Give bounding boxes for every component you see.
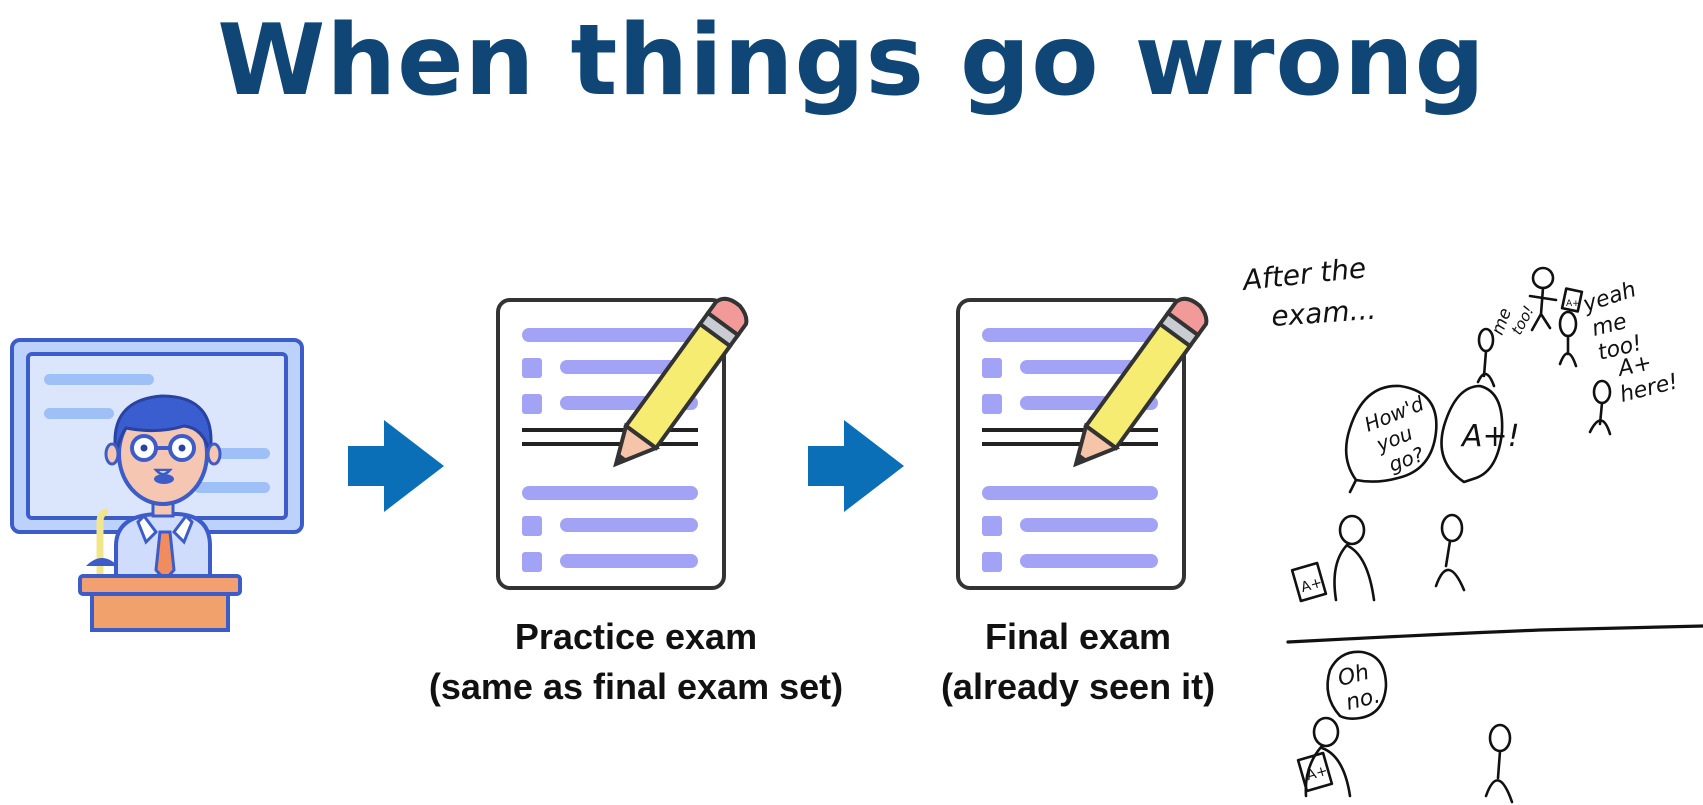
- sketch-paper-grade-top: A+: [1299, 575, 1324, 596]
- sketch-heading-line1: After the: [1240, 256, 1368, 297]
- sketch-heading-line2: exam...: [1270, 293, 1377, 333]
- page-title: When things go wrong: [217, 4, 1486, 118]
- final-exam-note: (already seen it): [940, 666, 1216, 707]
- exam-paper-icon: [496, 296, 749, 590]
- pencil-icon: [1073, 296, 1209, 468]
- sketch-tiny-grade: A+: [1566, 299, 1580, 309]
- pencil-icon: [613, 296, 749, 468]
- exam-paper-icon: [956, 296, 1209, 590]
- arrow-right-icon: [348, 420, 444, 512]
- teacher-at-podium-icon: [10, 338, 304, 632]
- arrow-right-icon: [808, 420, 904, 512]
- sketch-bubble-aplus: A+!: [1460, 419, 1520, 454]
- practice-exam-label: Practice exam: [514, 616, 758, 657]
- practice-exam-caption: Practice exam (same as final exam set): [376, 612, 896, 712]
- final-exam-caption: Final exam (already seen it): [878, 612, 1278, 712]
- sketch-paper-grade-bottom: A+: [1305, 763, 1330, 784]
- sketch-me-too-line2: too!: [1508, 303, 1538, 338]
- stick-figure-sketch: After the exam... A+ me too! yeah me too…: [1240, 256, 1703, 804]
- final-exam-label: Final exam: [984, 616, 1172, 657]
- practice-exam-note: (same as final exam set): [428, 666, 844, 707]
